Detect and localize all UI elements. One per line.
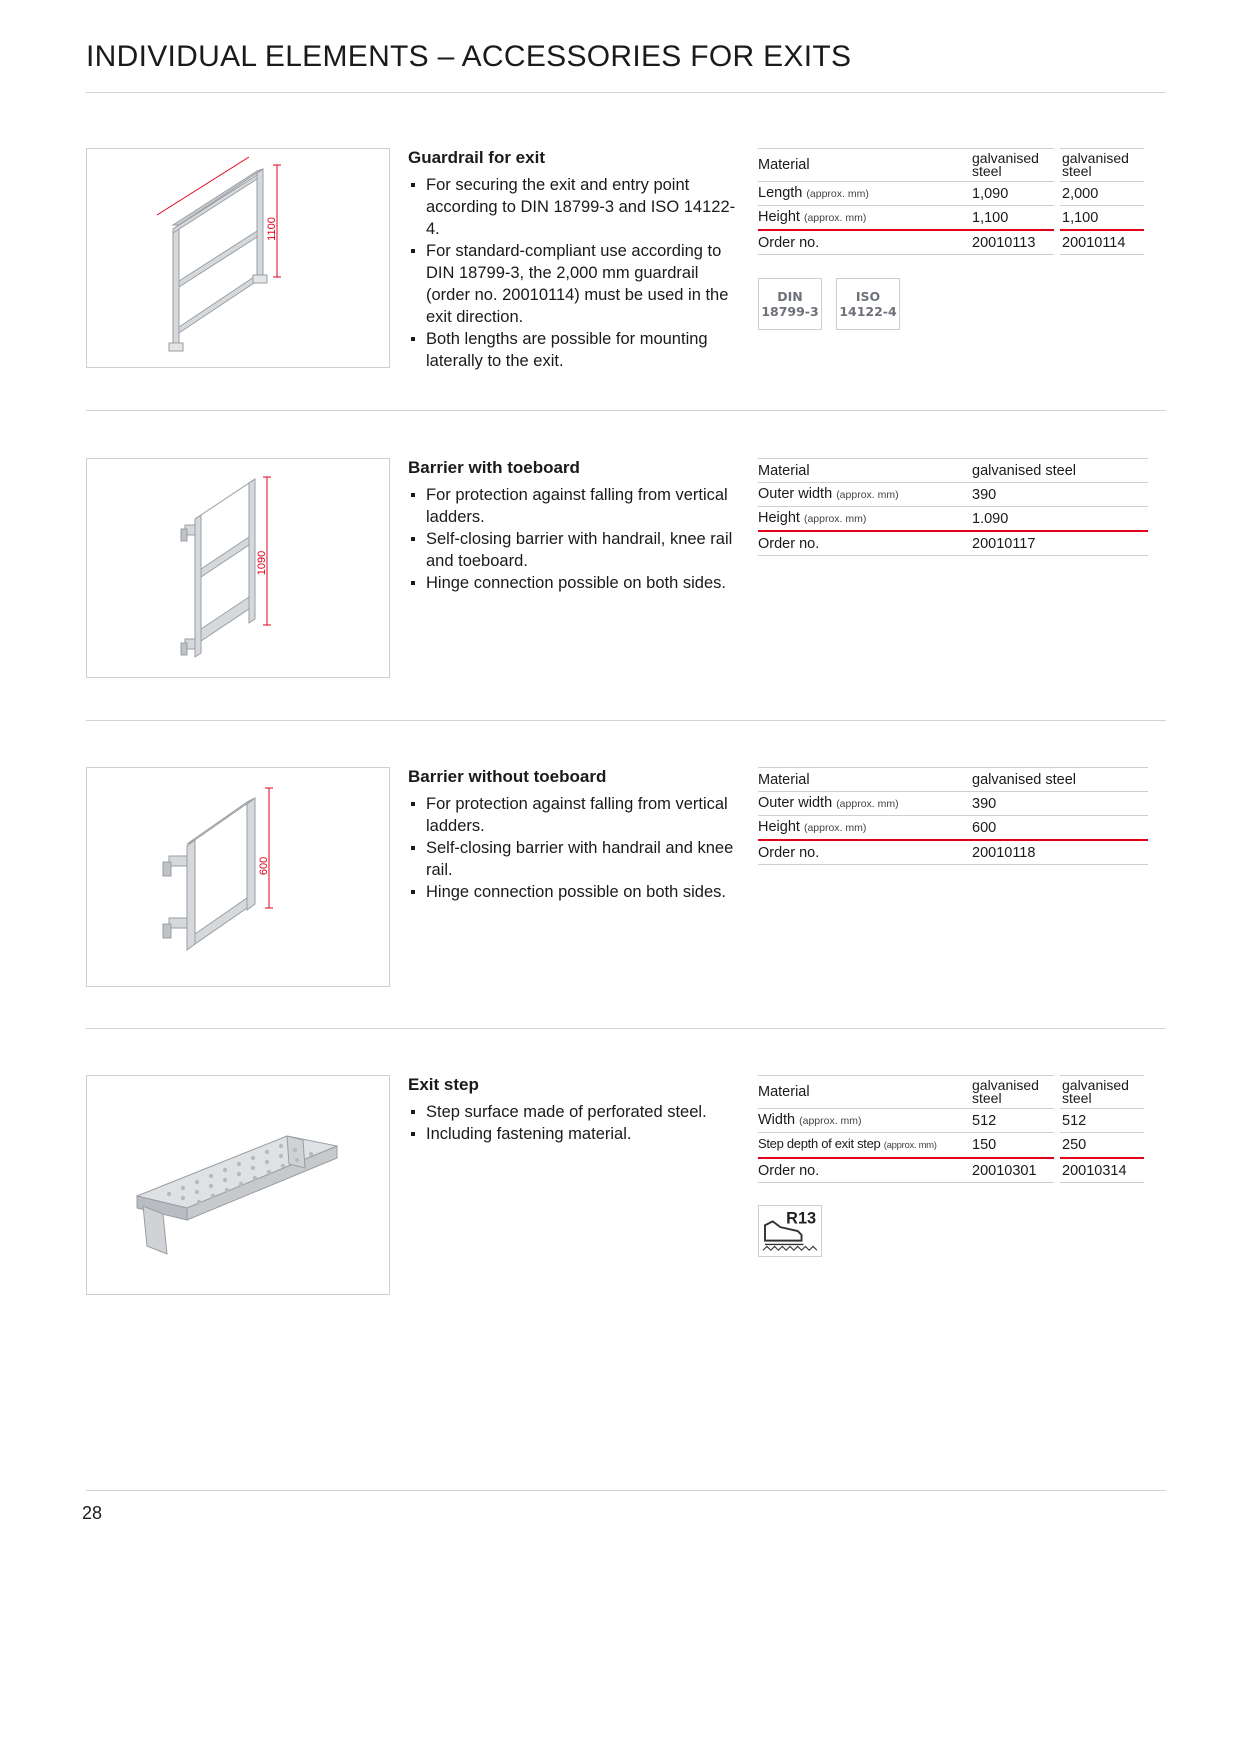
slip-rating-badge-icon: R13 <box>758 1205 822 1257</box>
order-number: 20010118 <box>970 839 1148 865</box>
spec-value: 1.090 <box>970 506 1148 532</box>
barrier-with-toeboard-image: 1090 <box>86 458 390 678</box>
spec-value: 600 <box>970 815 1148 841</box>
spec-label: Order no. <box>758 1157 970 1183</box>
order-number: 20010314 <box>1060 1157 1144 1183</box>
spec-label: Step depth of exit step (approx. mm) <box>758 1132 970 1159</box>
bullet-item: Hinge connection possible on both sides. <box>408 572 738 594</box>
order-number: 20010301 <box>970 1157 1054 1183</box>
page-title: INDIVIDUAL ELEMENTS – ACCESSORIES FOR EX… <box>86 40 852 73</box>
spec-label: Height (approx. mm) <box>758 205 970 231</box>
bullet-item: For securing the exit and entry point ac… <box>408 174 738 240</box>
product-exit-step: Exit step Step surface made of perforate… <box>86 1075 1166 1295</box>
spec-label: Material <box>758 148 970 182</box>
bullet-item: For standard-compliant use according to … <box>408 240 738 328</box>
spec-label: Height (approx. mm) <box>758 506 970 532</box>
footer-divider <box>86 1490 1166 1491</box>
bullet-item: Self-closing barrier with handrail, knee… <box>408 528 738 572</box>
section-divider <box>86 720 1166 721</box>
dimension-label: 1090 <box>256 551 268 575</box>
spec-value: galvanised steel <box>1060 1075 1144 1109</box>
product-title: Barrier without toeboard <box>408 767 607 786</box>
exit-step-image <box>86 1075 390 1295</box>
product-title: Barrier with toeboard <box>408 458 580 477</box>
spec-label: Outer width (approx. mm) <box>758 482 970 507</box>
section-divider <box>86 1028 1166 1029</box>
rating-label: R13 <box>786 1209 816 1227</box>
product-barrier-without-toeboard: 600 Barrier without toeboard For protect… <box>86 767 1166 987</box>
bullet-item: For protection against falling from vert… <box>408 484 738 528</box>
product-guardrail-for-exit: 1100 Guardrail for exit For securing the… <box>86 148 1166 370</box>
spec-table: Material galvanised steel galvanised ste… <box>758 1075 1144 1183</box>
spec-value: 1,100 <box>970 205 1054 231</box>
bullet-list: For protection against falling from vert… <box>408 793 738 903</box>
spec-value: galvanised steel <box>970 1075 1054 1109</box>
spec-label: Material <box>758 767 970 792</box>
bullet-item: Self-closing barrier with handrail and k… <box>408 837 738 881</box>
spec-value: galvanised steel <box>1060 148 1144 182</box>
page-number: 28 <box>82 1503 103 1523</box>
guardrail-image: 1100 <box>86 148 390 368</box>
spec-value: galvanised steel <box>970 148 1054 182</box>
barrier-without-toeboard-image: 600 <box>86 767 390 987</box>
product-title: Exit step <box>408 1075 479 1094</box>
spec-value: 390 <box>970 482 1148 507</box>
spec-value: 150 <box>970 1132 1054 1159</box>
bullet-list: For protection against falling from vert… <box>408 484 738 594</box>
spec-value: galvanised steel <box>970 458 1148 483</box>
spec-value: 1,100 <box>1060 205 1144 231</box>
order-number: 20010113 <box>970 229 1054 255</box>
spec-table: Material galvanised steel galvanised ste… <box>758 148 1144 255</box>
bullet-item: Step surface made of perforated steel. <box>408 1101 738 1123</box>
spec-value: 1,090 <box>970 181 1054 206</box>
product-title: Guardrail for exit <box>408 148 545 167</box>
spec-label: Length (approx. mm) <box>758 181 970 206</box>
spec-label: Outer width (approx. mm) <box>758 791 970 816</box>
dimension-label: 1100 <box>266 217 278 241</box>
bullet-item: Both lengths are possible for mounting l… <box>408 328 738 372</box>
bullet-item: For protection against falling from vert… <box>408 793 738 837</box>
bullet-item: Including fastening material. <box>408 1123 738 1145</box>
section-divider <box>86 410 1166 411</box>
spec-table: Material galvanised steel Outer width (a… <box>758 458 1148 556</box>
spec-value: galvanised steel <box>970 767 1148 792</box>
title-divider <box>86 92 1166 93</box>
dimension-label: 600 <box>258 857 270 875</box>
bullet-list: Step surface made of perforated steel. I… <box>408 1101 738 1145</box>
spec-label: Material <box>758 458 970 483</box>
spec-table: Material galvanised steel Outer width (a… <box>758 767 1148 865</box>
spec-label: Order no. <box>758 839 970 865</box>
order-number: 20010117 <box>970 530 1148 556</box>
spec-label: Width (approx. mm) <box>758 1108 970 1133</box>
order-number: 20010114 <box>1060 229 1144 255</box>
spec-label: Order no. <box>758 530 970 556</box>
spec-value: 512 <box>1060 1108 1144 1133</box>
spec-label: Order no. <box>758 229 970 255</box>
bullet-list: For securing the exit and entry point ac… <box>408 174 738 372</box>
product-barrier-with-toeboard: 1090 Barrier with toeboard For protectio… <box>86 458 1166 678</box>
spec-label: Height (approx. mm) <box>758 815 970 841</box>
spec-label: Material <box>758 1075 970 1109</box>
spec-value: 390 <box>970 791 1148 816</box>
spec-value: 250 <box>1060 1132 1144 1159</box>
spec-value: 2,000 <box>1060 181 1144 206</box>
bullet-item: Hinge connection possible on both sides. <box>408 881 738 903</box>
spec-value: 512 <box>970 1108 1054 1133</box>
